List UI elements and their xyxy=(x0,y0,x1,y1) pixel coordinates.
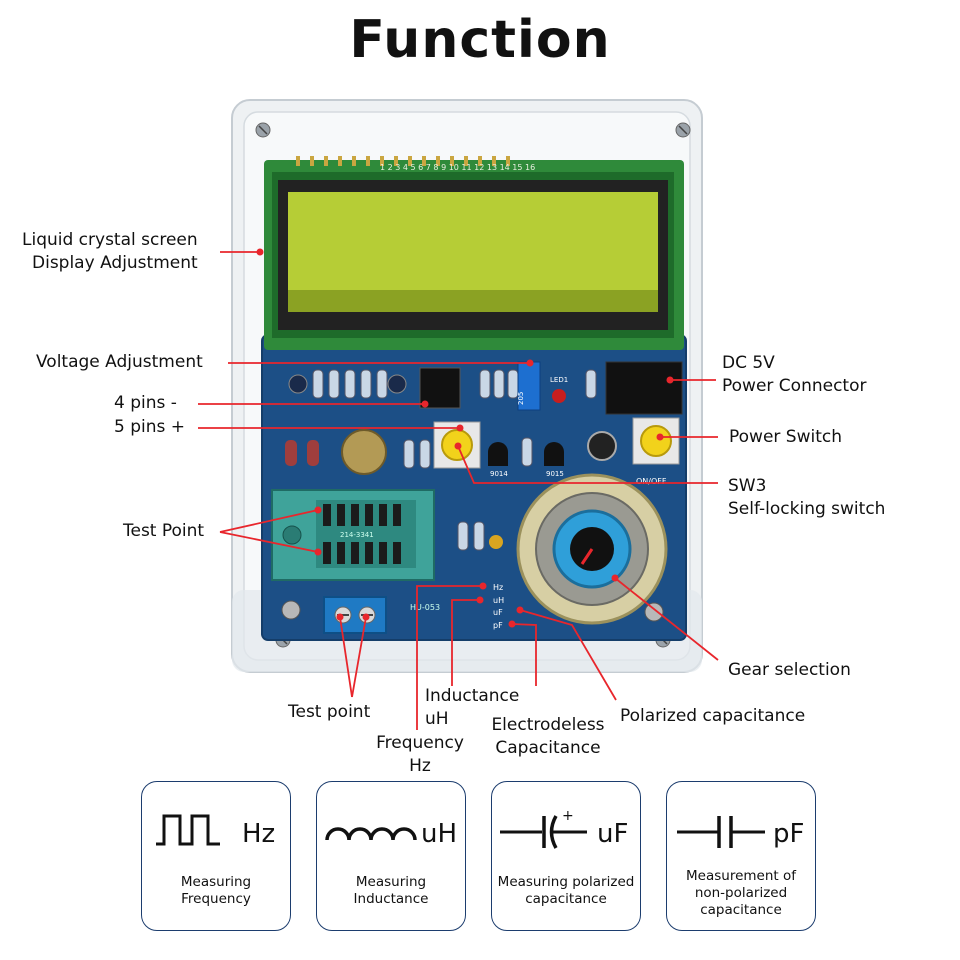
transistor-9014: 9014 xyxy=(490,470,508,478)
capacitor-icon: pF xyxy=(677,816,804,849)
label-dc-line2: Power Connector xyxy=(722,376,867,396)
label-frequency: Frequency Hz xyxy=(370,732,470,778)
dial-mark-hz: Hz xyxy=(493,583,503,592)
square-wave-icon: Hz xyxy=(156,814,275,849)
label-test-point-terminal: Test point xyxy=(288,702,371,722)
polarized-capacitor-icon: + uF xyxy=(500,808,628,849)
svg-text:205: 205 xyxy=(517,392,525,405)
label-frequency-line2: Hz xyxy=(409,756,431,776)
label-polarized-capacitance: Polarized capacitance xyxy=(620,706,806,726)
label-dc-line1: DC 5V xyxy=(722,353,775,373)
page-title: Function xyxy=(349,10,611,70)
card-inductance: uH Measuring Inductance xyxy=(316,781,466,931)
card-frequency-caption: Measuring Frequency xyxy=(146,874,286,908)
card-inductance-line2: Inductance xyxy=(353,891,429,907)
label-inductance: Inductance uH xyxy=(425,685,519,731)
dial-mark-uf: uF xyxy=(493,608,503,617)
lcd-module: 1 2 3 4 5 6 7 8 9 10 11 12 13 14 15 16 xyxy=(264,156,684,350)
card-frequency-line1: Measuring xyxy=(180,874,252,890)
label-power-switch: Power Switch xyxy=(729,427,843,447)
card-inductance-unit: uH xyxy=(421,819,457,849)
label-voltage-adjustment: Voltage Adjustment xyxy=(36,352,203,372)
label-sw3: SW3 Self-locking switch xyxy=(728,475,885,521)
card-inductance-line1: Measuring xyxy=(355,874,427,890)
card-frequency-line2: Frequency xyxy=(181,891,251,907)
card-nonpolarized-unit: pF xyxy=(773,819,804,849)
label-electrodeless-line1: Electrodeless xyxy=(491,715,605,735)
led-label: LED1 xyxy=(550,376,568,384)
card-nonpolarized-line3: capacitance xyxy=(700,902,782,918)
card-polarized-caption: Measuring polarized capacitance xyxy=(496,874,636,908)
card-polarized: + uF Measuring polarized capacitance xyxy=(491,781,641,931)
card-polarized-line2: capacitance xyxy=(525,891,607,907)
label-lcd-line1: Liquid crystal screen xyxy=(22,230,198,250)
label-sw3-line2: Self-locking switch xyxy=(728,499,886,519)
label-electrodeless-line2: Capacitance xyxy=(495,738,601,758)
card-nonpolarized-line1: Measurement of xyxy=(686,868,796,884)
transistor-9015: 9015 xyxy=(546,470,564,478)
label-electrodeless: Electrodeless Capacitance xyxy=(483,714,613,760)
label-frequency-line1: Frequency xyxy=(376,733,464,753)
dial-mark-pf: pF xyxy=(493,621,503,630)
label-inductance-line2: uH xyxy=(425,709,449,729)
card-frequency-unit: Hz xyxy=(242,819,275,849)
card-polarized-unit: uF xyxy=(597,819,628,849)
inductor-coil-icon: uH xyxy=(325,819,457,849)
label-lcd-line2: Display Adjustment xyxy=(32,253,198,273)
label-inductance-line1: Inductance xyxy=(425,686,520,706)
label-sw3-line1: SW3 xyxy=(728,476,767,496)
lcd-pin-header: 1 2 3 4 5 6 7 8 9 10 11 12 13 14 15 16 xyxy=(380,163,535,172)
socket-label: 214-3341 xyxy=(340,531,374,539)
model-label: HU-053 xyxy=(410,603,440,612)
switch-state-text: ON/OFF xyxy=(636,477,667,486)
label-5-pins: 5 pins + xyxy=(114,417,186,437)
label-gear-selection: Gear selection xyxy=(728,660,851,680)
card-nonpolarized-caption: Measurement of non-polarized capacitance xyxy=(671,868,811,919)
label-lcd-screen: Liquid crystal screen Display Adjustment xyxy=(22,229,198,275)
card-nonpolarized: pF Measurement of non-polarized capacita… xyxy=(666,781,816,931)
dial-mark-uh: uH xyxy=(493,596,504,605)
card-inductance-caption: Measuring Inductance xyxy=(321,874,461,908)
card-nonpolarized-line2: non-polarized xyxy=(694,885,788,901)
card-polarized-line1: Measuring polarized xyxy=(497,874,635,890)
label-4-pins: 4 pins - xyxy=(114,393,177,413)
card-frequency: Hz Measuring Frequency xyxy=(141,781,291,931)
label-dc-connector: DC 5V Power Connector xyxy=(722,352,866,398)
svg-text:+: + xyxy=(562,808,574,824)
label-test-point-socket: Test Point xyxy=(123,521,205,541)
